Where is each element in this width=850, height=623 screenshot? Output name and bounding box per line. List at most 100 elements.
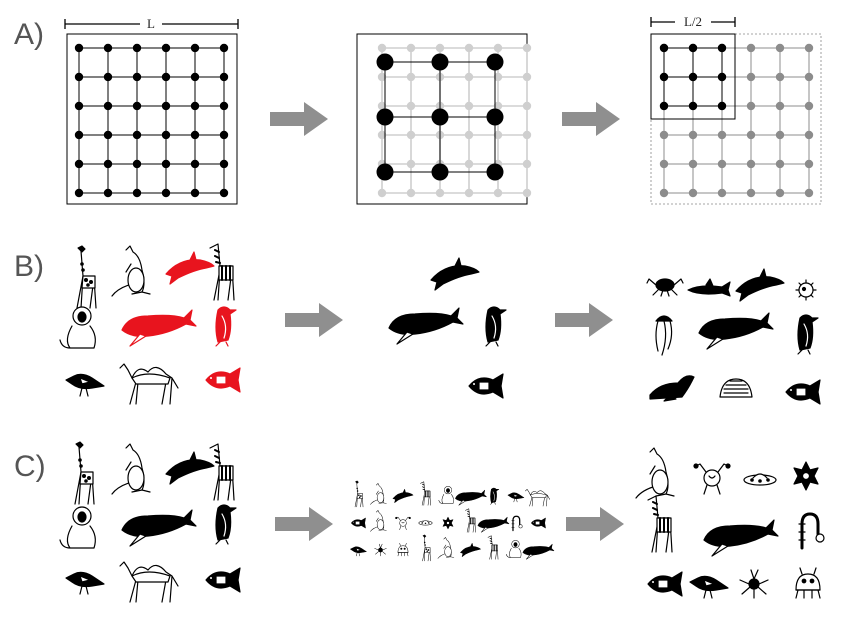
lattice-site — [746, 43, 756, 53]
lattice-site — [74, 43, 84, 53]
block-spin — [376, 53, 394, 71]
lattice-site — [522, 130, 532, 140]
lattice-site — [190, 159, 200, 169]
camel-icon — [119, 561, 179, 603]
rescaled-site — [659, 43, 669, 53]
block-spin — [376, 163, 394, 181]
lattice-site — [493, 101, 503, 111]
block-spin — [431, 53, 449, 71]
zebra-icon — [209, 243, 235, 301]
lattice-site — [804, 130, 814, 140]
rescaled-site — [688, 101, 698, 111]
lattice-site — [103, 188, 113, 198]
panel-label-c: C) — [14, 450, 46, 483]
lattice-site — [103, 72, 113, 82]
lattice-site — [775, 159, 785, 169]
lattice-site — [74, 101, 84, 111]
lattice-site — [746, 101, 756, 111]
lattice-sites — [659, 43, 814, 198]
lattice-site — [74, 72, 84, 82]
zebra-icon — [647, 495, 673, 553]
lattice-site — [464, 72, 474, 82]
lattice-site — [74, 130, 84, 140]
lattice-site — [804, 188, 814, 198]
lattice-site — [464, 159, 474, 169]
dolphin-icon — [165, 251, 215, 285]
kangaroo-icon — [111, 443, 151, 495]
giraffe-icon — [422, 534, 431, 562]
lattice-site — [132, 188, 142, 198]
panel-label-a: A) — [14, 18, 44, 51]
lattice-site — [804, 43, 814, 53]
lattice-site — [522, 101, 532, 111]
lattice-site — [717, 130, 727, 140]
bug-icon — [739, 569, 769, 599]
arrow-b2 — [555, 303, 613, 337]
monkey-icon — [438, 486, 454, 504]
fish-icon — [468, 373, 504, 399]
lattice-site — [804, 159, 814, 169]
lattice-site — [132, 72, 142, 82]
lattice-site — [659, 188, 669, 198]
ufo-icon — [743, 473, 777, 486]
lattice-site — [493, 43, 503, 53]
lattice-site — [132, 159, 142, 169]
rescaled-site — [688, 72, 698, 82]
lattice-site — [464, 101, 474, 111]
dolphin-icon — [165, 451, 215, 485]
robot-icon — [397, 543, 409, 557]
lattice-site — [775, 43, 785, 53]
alien-icon — [693, 463, 731, 495]
whale-icon — [121, 509, 197, 547]
whale-icon — [388, 307, 464, 345]
camel-icon — [119, 363, 179, 405]
lattice-site — [406, 188, 416, 198]
lattice-site — [688, 130, 698, 140]
camel-icon — [525, 489, 551, 507]
lattice-site — [190, 130, 200, 140]
lattice-site — [493, 188, 503, 198]
lattice-site — [219, 101, 229, 111]
kangaroo-icon — [111, 245, 151, 297]
penguin-icon — [485, 306, 507, 347]
lattice-site — [190, 188, 200, 198]
crab-icon — [646, 278, 684, 297]
penguin-icon — [490, 487, 500, 505]
lattice-site — [717, 159, 727, 169]
bird-icon — [65, 571, 105, 595]
lattice-site — [161, 130, 171, 140]
lattice-site — [103, 101, 113, 111]
penguin-icon — [797, 314, 819, 355]
lattice-site — [161, 159, 171, 169]
lattice-site — [746, 130, 756, 140]
lattice-site — [464, 43, 474, 53]
lattice-rescaled: L/2 — [650, 14, 822, 205]
lattice-site — [522, 159, 532, 169]
monkey-icon — [59, 506, 96, 549]
giraffe-icon — [74, 441, 95, 505]
lattice-site — [161, 43, 171, 53]
lattice-site — [219, 159, 229, 169]
ufo-icon — [418, 520, 433, 526]
worm-icon — [511, 515, 523, 532]
kangaroo-icon — [437, 537, 455, 559]
lattice-site — [132, 101, 142, 111]
arrow-c1 — [275, 507, 333, 541]
lattice-site — [377, 72, 387, 82]
lattice-site — [775, 188, 785, 198]
lattice-site — [746, 159, 756, 169]
rescaled-site — [659, 72, 669, 82]
dimension-label-full: L — [147, 16, 155, 31]
arrow-a2 — [562, 102, 620, 136]
lattice-site — [377, 130, 387, 140]
whale-icon — [121, 309, 197, 347]
lattice-site — [161, 101, 171, 111]
dimension-label-half: L/2 — [684, 14, 702, 29]
pufferfish-icon — [795, 279, 817, 301]
fish-icon — [351, 517, 366, 529]
rescaled-site — [717, 101, 727, 111]
jellyfish-icon — [655, 315, 673, 356]
lattice-site — [775, 72, 785, 82]
lattice-site — [804, 101, 814, 111]
rescaled-site — [688, 43, 698, 53]
